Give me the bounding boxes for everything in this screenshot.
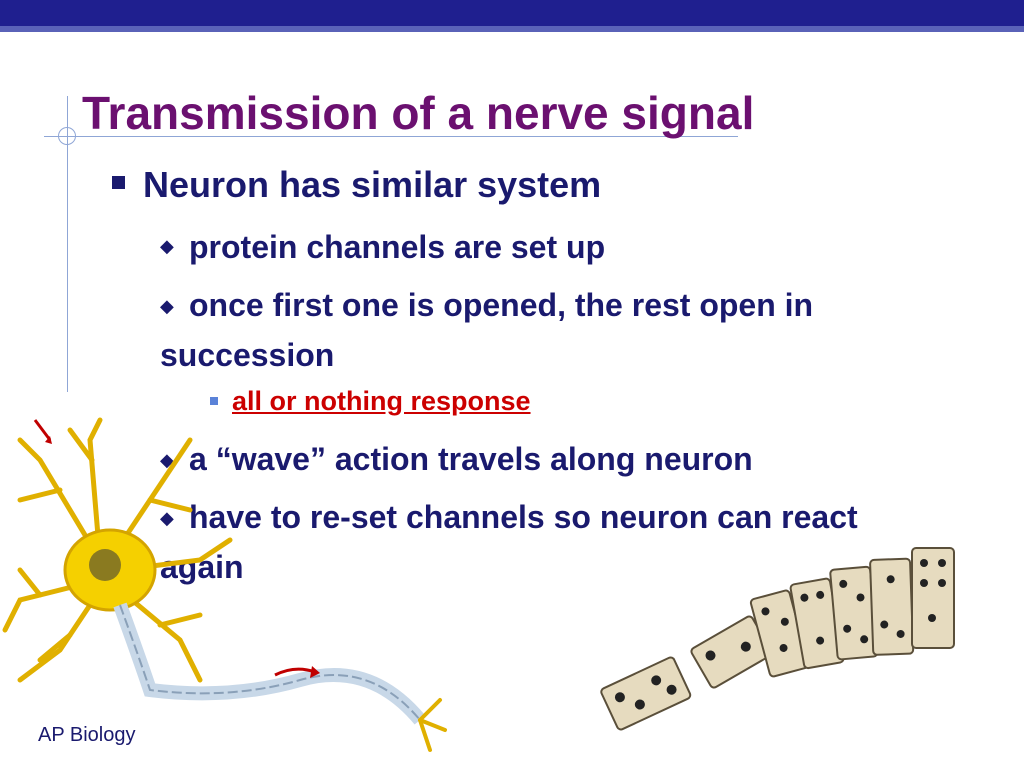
main-bullet: Neuron has similar system bbox=[143, 164, 602, 205]
dominoes-photo bbox=[600, 547, 955, 731]
footer-label: AP Biology bbox=[38, 724, 136, 746]
guide-circle bbox=[58, 127, 76, 145]
vertical-guide-line bbox=[67, 96, 68, 392]
sub-bullet-1: protein channels are set up bbox=[189, 229, 606, 265]
title-guide-line bbox=[44, 136, 738, 137]
diamond-bullet-icon: ◆ bbox=[160, 296, 174, 316]
slide-title: Transmission of a nerve signal bbox=[82, 87, 755, 139]
diamond-bullet-icon: ◆ bbox=[160, 508, 174, 528]
top-banner-bar bbox=[0, 0, 1024, 26]
sub-bullet-2: once first one is opened, the rest open … bbox=[160, 287, 814, 373]
all-or-nothing-link[interactable]: all or nothing response bbox=[232, 386, 531, 416]
diamond-bullet-icon: ◆ bbox=[160, 236, 174, 256]
sub-bullet-3: a “wave” action travels along neuron bbox=[189, 441, 753, 477]
sub-bullet-4: have to re-set channels so neuron can re… bbox=[160, 499, 858, 585]
small-square-bullet-icon bbox=[210, 397, 218, 405]
square-bullet-icon bbox=[112, 176, 125, 189]
top-banner-stripe bbox=[0, 26, 1024, 32]
neuron-illustration bbox=[2, 417, 447, 752]
